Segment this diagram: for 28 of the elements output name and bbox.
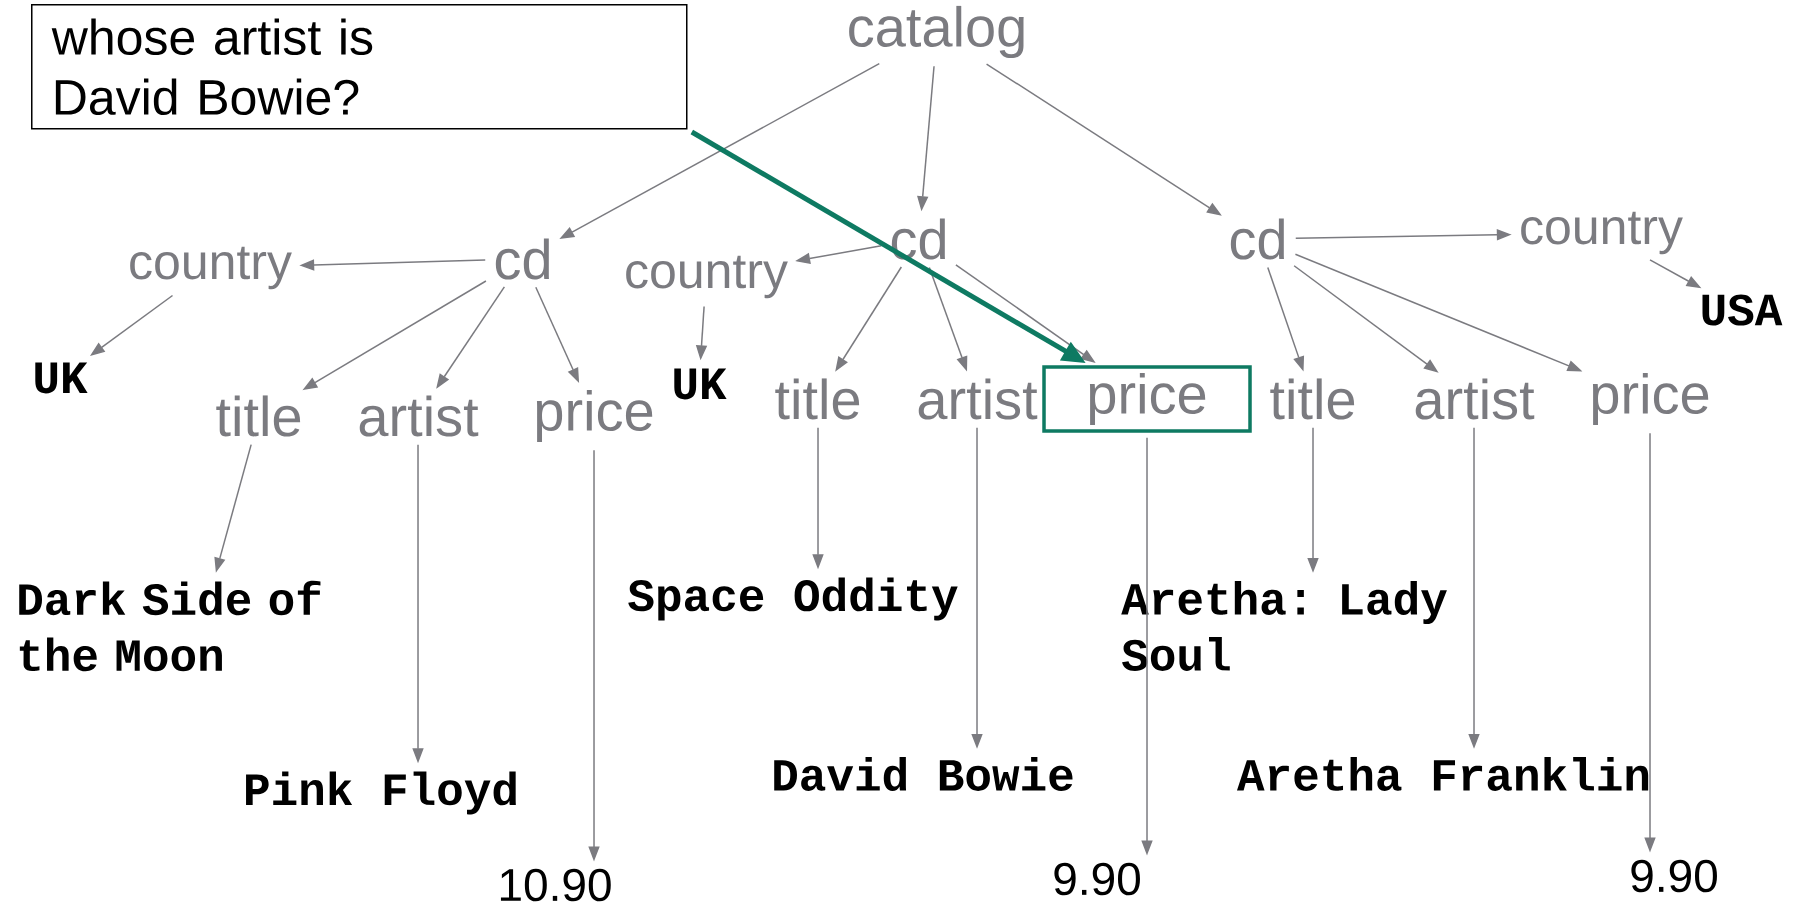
element-label: country: [626, 255, 788, 299]
value-text: David Bowie: [774, 757, 1073, 791]
value-text: 9.90: [1054, 862, 1140, 896]
value-text: UK: [674, 368, 727, 400]
highlighted-element-box: price: [1042, 365, 1252, 433]
element-label: price: [536, 389, 653, 443]
value-text: USA: [1702, 294, 1783, 326]
element-label: title: [1270, 378, 1355, 420]
element-label: cd: [495, 238, 549, 280]
element-label: price: [1592, 372, 1709, 426]
element-label: cd: [1230, 218, 1284, 260]
element-label: artist: [1415, 378, 1535, 420]
element-label: country: [130, 246, 292, 290]
element-label: catalog: [849, 5, 1024, 59]
value-text: Pink Floyd: [246, 771, 516, 815]
value-text: Space Oddity: [628, 577, 958, 621]
value-text: Aretha Franklin: [1237, 757, 1649, 791]
element-label: country: [1521, 211, 1683, 255]
value-text: UK: [35, 362, 88, 394]
value-text: 9.90: [1631, 859, 1717, 893]
value-text: Aretha: Lady Soul: [1121, 581, 1447, 671]
element-label: title: [775, 378, 860, 420]
value-text: Dark Side of the Moon: [19, 580, 321, 672]
element-label: artist: [359, 395, 479, 437]
question-box: whose artist is David Bowie?: [31, 4, 688, 130]
element-label: title: [216, 395, 301, 437]
value-text: 10.90: [500, 868, 611, 902]
element-label: artist: [918, 378, 1038, 420]
